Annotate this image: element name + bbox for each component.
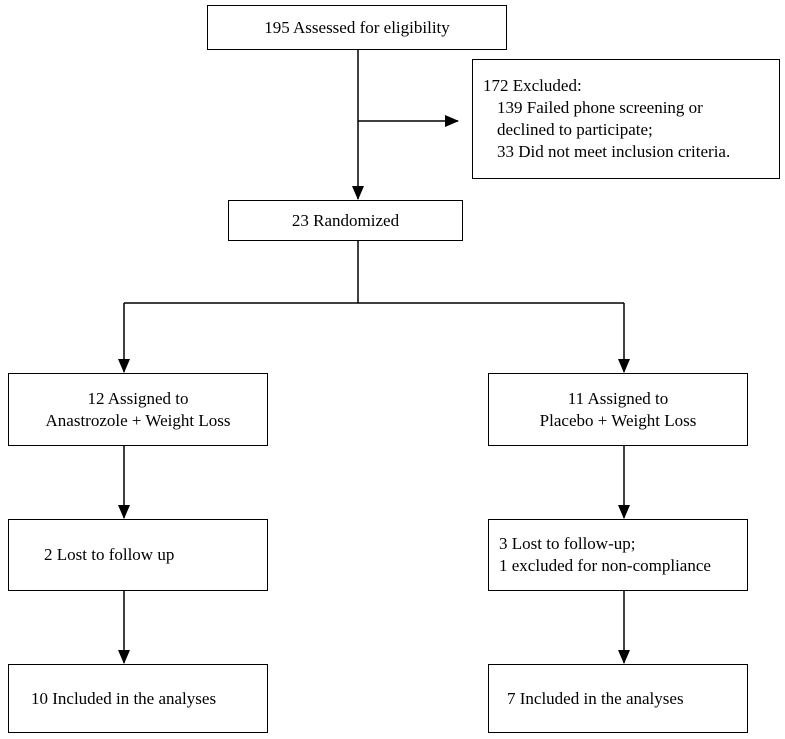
excluded-reason-line: declined to participate; — [497, 120, 653, 139]
left-arm-assigned-box: 12 Assigned to Anastrozole + Weight Loss — [8, 373, 268, 446]
randomized-box: 23 Randomized — [228, 200, 463, 241]
right-arm-analyzed-line: 7 Included in the analyses — [507, 688, 684, 708]
left-arm-analyzed-box: 10 Included in the analyses — [8, 664, 268, 733]
excluded-title: 172 Excluded: — [483, 76, 582, 95]
left-arm-assigned-line: 12 Assigned to — [87, 388, 189, 408]
excluded-reason-line: 33 Did not meet inclusion criteria. — [497, 142, 731, 161]
right-arm-assigned-line: Placebo + Weight Loss — [539, 410, 697, 430]
assessed-text: 195 Assessed for eligibility — [264, 17, 450, 37]
right-arm-assigned-line: 11 Assigned to — [567, 388, 669, 408]
right-arm-assigned-box: 11 Assigned to Placebo + Weight Loss — [488, 373, 748, 446]
right-arm-lost-line: 3 Lost to follow-up; — [499, 534, 636, 553]
randomized-text: 23 Randomized — [291, 210, 400, 230]
right-arm-lost-box: 3 Lost to follow-up; 1 excluded for non-… — [488, 519, 748, 591]
assessed-box: 195 Assessed for eligibility — [207, 5, 507, 50]
left-arm-lost-line: 2 Lost to follow up — [44, 545, 175, 564]
right-arm-analyzed-box: 7 Included in the analyses — [488, 664, 748, 733]
excluded-reason-line: 139 Failed phone screening or — [497, 98, 703, 117]
left-arm-analyzed-line: 10 Included in the analyses — [31, 688, 217, 708]
excluded-box: 172 Excluded: 139 Failed phone screening… — [472, 59, 780, 179]
left-arm-assigned-line: Anastrozole + Weight Loss — [45, 410, 231, 430]
right-arm-lost-line: 1 excluded for non-compliance — [499, 556, 711, 575]
left-arm-lost-box: 2 Lost to follow up — [8, 519, 268, 591]
